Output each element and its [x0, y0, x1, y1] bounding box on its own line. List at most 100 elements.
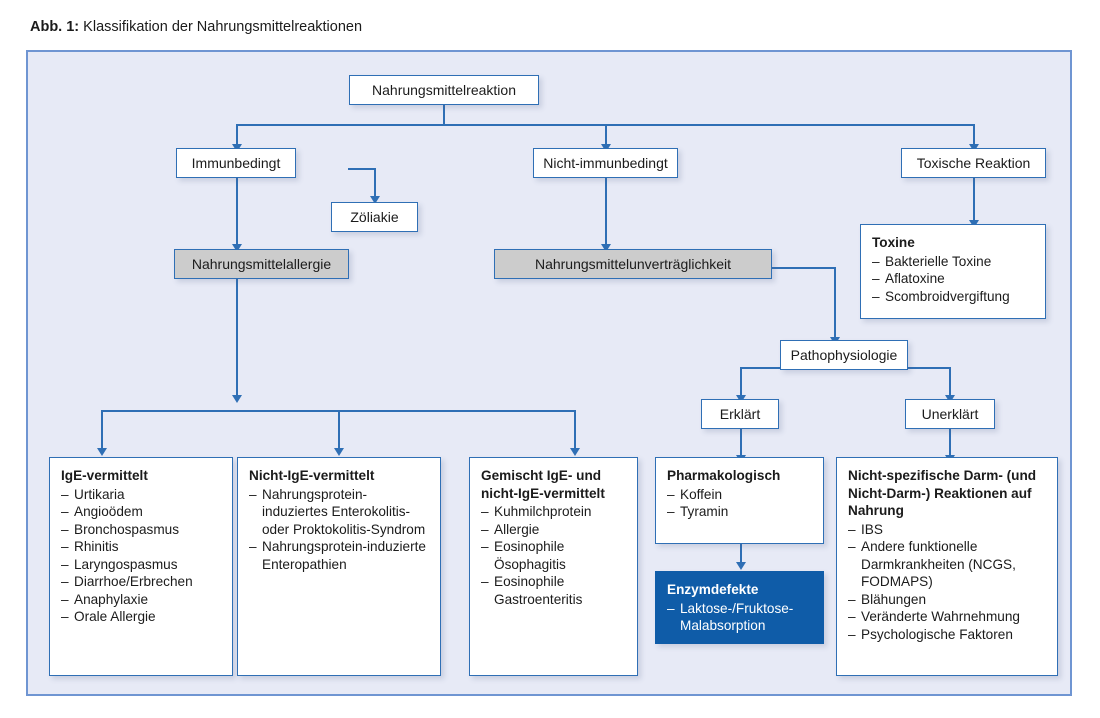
box-pharmacological[interactable]: Pharmakologisch –Koffein –Tyramin — [655, 457, 824, 544]
bullet-dash: – — [61, 609, 69, 624]
list-item: –Laktose-/Fruktose-Malabsorption — [667, 600, 813, 635]
arrow-to-mixed — [570, 448, 580, 456]
list-item: –Allergie — [481, 521, 627, 539]
connector-level1-bus — [236, 124, 973, 126]
box-nonspecific-reactions[interactable]: Nicht-spezifische Darm- (und Nicht-Darm-… — [836, 457, 1058, 676]
box-nonspecific-reactions-title: Nicht-spezifische Darm- (und Nicht-Darm-… — [848, 468, 1037, 518]
box-pharmacological-title: Pharmakologisch — [667, 468, 781, 483]
list-item-text: Anaphylaxie — [74, 591, 149, 607]
connector-allergy-stem — [236, 279, 238, 398]
list-item: –Diarrhoe/Erbrechen — [61, 573, 222, 591]
figure-caption-text: Klassifikation der Nahrungsmittelreaktio… — [83, 19, 363, 35]
arrow-to-food-allergy — [232, 244, 242, 252]
list-item-text: Eosinophile Ösophagitis — [494, 539, 566, 572]
node-immune-label: Immunbedingt — [191, 154, 281, 171]
bullet-dash: – — [872, 271, 880, 286]
list-item: –Veränderte Wahrnehmung — [848, 608, 1047, 626]
connector-explained-to-pharma — [740, 429, 742, 457]
list-item: –Scombroidvergiftung — [872, 288, 1035, 306]
connector-pharma-to-enzyme — [740, 544, 742, 564]
bullet-dash: – — [848, 609, 856, 624]
box-nonspecific-reactions-list: –IBS –Andere funktionelle Darmkrankheite… — [848, 521, 1047, 644]
list-item: –Rhinitis — [61, 538, 222, 556]
node-toxic-reaction[interactable]: Toxische Reaktion — [901, 148, 1046, 178]
list-item-text: Diarrhoe/Erbrechen — [74, 574, 193, 589]
connector-unexplained-to-nonspecific — [949, 429, 951, 457]
connector-root-stem — [443, 105, 445, 125]
box-mixed-mediated[interactable]: Gemischt IgE- und nicht-IgE-vermittelt –… — [469, 457, 638, 676]
list-item-text: Blähungen — [861, 591, 927, 607]
bullet-dash: – — [61, 486, 69, 502]
box-enzyme-defects[interactable]: Enzymdefekte –Laktose-/Fruktose-Malabsor… — [655, 571, 824, 644]
connector-to-non-ige — [338, 410, 340, 450]
list-item-text: Scombroidvergiftung — [885, 288, 1010, 304]
bullet-dash: – — [61, 504, 69, 519]
bullet-dash: – — [848, 626, 856, 642]
bullet-dash: – — [667, 486, 675, 502]
bullet-dash: – — [848, 591, 856, 607]
box-ige-mediated-list: –Urtikaria –Angioödem –Bronchospasmus –R… — [61, 486, 222, 626]
list-item-text: Urtikaria — [74, 486, 125, 502]
connector-immune-to-celiac-v — [374, 168, 376, 198]
node-pathophysiology[interactable]: Pathophysiologie — [780, 340, 908, 370]
node-explained[interactable]: Erklärt — [701, 399, 779, 429]
node-non-immune[interactable]: Nicht-immunbedingt — [533, 148, 678, 178]
box-toxins-title: Toxine — [872, 235, 915, 250]
list-item-text: Laktose-/Fruktose-Malabsorption — [680, 600, 794, 634]
list-item-text: Rhinitis — [74, 539, 119, 554]
list-item-text: Nahrungsprotein-induzierte Enteropathien — [262, 539, 426, 572]
bullet-dash: – — [249, 486, 257, 502]
connector-intolerance-to-patho-v — [834, 267, 836, 339]
box-non-ige-mediated[interactable]: Nicht-IgE-vermittelt –Nahrungsprotein-in… — [237, 457, 441, 676]
arrow-to-enzyme-defects — [736, 562, 746, 570]
list-item-text: Nahrungsprotein-induziertes Enterokoliti… — [262, 486, 426, 537]
list-item-text: Allergie — [494, 521, 540, 537]
list-item-text: Angioödem — [74, 504, 143, 519]
bullet-dash: – — [61, 591, 69, 607]
connector-immune-to-allergy — [236, 178, 238, 246]
list-item-text: Kuhmilchprotein — [494, 504, 592, 519]
list-item: –Blähungen — [848, 591, 1047, 609]
box-toxins[interactable]: Toxine –Bakterielle Toxine –Aflatoxine –… — [860, 224, 1046, 319]
box-ige-mediated[interactable]: IgE-vermittelt –Urtikaria –Angioödem –Br… — [49, 457, 233, 676]
list-item-text: Eosinophile Gastroenteritis — [494, 574, 583, 607]
node-celiac[interactable]: Zöliakie — [331, 202, 418, 232]
list-item: –Andere funktionelle Darmkrankheiten (NC… — [848, 538, 1047, 591]
node-pathophysiology-label: Pathophysiologie — [790, 346, 898, 363]
node-toxic-reaction-label: Toxische Reaktion — [916, 154, 1031, 171]
arrow-to-non-ige — [334, 448, 344, 456]
list-item: –Nahrungsprotein-induziertes Enterokolit… — [249, 486, 430, 539]
list-item: –Tyramin — [667, 503, 813, 521]
box-ige-mediated-title: IgE-vermittelt — [61, 468, 148, 483]
connector-immune-to-celiac-h — [348, 168, 375, 170]
figure-caption: Abb. 1: Klassifikation der Nahrungsmitte… — [30, 18, 362, 36]
bullet-dash: – — [481, 539, 489, 554]
box-toxins-list: –Bakterielle Toxine –Aflatoxine –Scombro… — [872, 253, 1035, 306]
list-item: –Urtikaria — [61, 486, 222, 504]
list-item: –Eosinophile Ösophagitis — [481, 538, 627, 573]
bullet-dash: – — [848, 539, 856, 554]
diagram-panel: Nahrungsmittelreaktion Immunbedingt Nich… — [26, 50, 1072, 696]
box-enzyme-defects-title: Enzymdefekte — [667, 582, 759, 597]
node-food-allergy[interactable]: Nahrungsmittelallergie — [174, 249, 349, 279]
node-food-intolerance[interactable]: Nahrungsmittelunverträglichkeit — [494, 249, 772, 279]
list-item: –Orale Allergie — [61, 608, 222, 626]
node-food-intolerance-label: Nahrungsmittelunverträglichkeit — [534, 255, 732, 272]
bullet-dash: – — [872, 288, 880, 304]
node-explained-label: Erklärt — [719, 405, 761, 422]
list-item: –Angioödem — [61, 503, 222, 521]
box-mixed-mediated-list: –Kuhmilchprotein –Allergie –Eosinophile … — [481, 503, 627, 608]
arrow-allergy-stem — [232, 395, 242, 403]
connector-to-explained — [740, 367, 742, 397]
box-non-ige-mediated-title: Nicht-IgE-vermittelt — [249, 468, 375, 483]
list-item: –Kuhmilchprotein — [481, 503, 627, 521]
bullet-dash: – — [61, 539, 69, 554]
bullet-dash: – — [667, 600, 675, 616]
node-immune[interactable]: Immunbedingt — [176, 148, 296, 178]
connector-toxic-to-toxins — [973, 178, 975, 222]
bullet-dash: – — [848, 521, 856, 537]
connector-to-unexplained — [949, 367, 951, 397]
node-root[interactable]: Nahrungsmittelreaktion — [349, 75, 539, 105]
node-unexplained[interactable]: Unerklärt — [905, 399, 995, 429]
list-item-text: Aflatoxine — [885, 271, 945, 286]
